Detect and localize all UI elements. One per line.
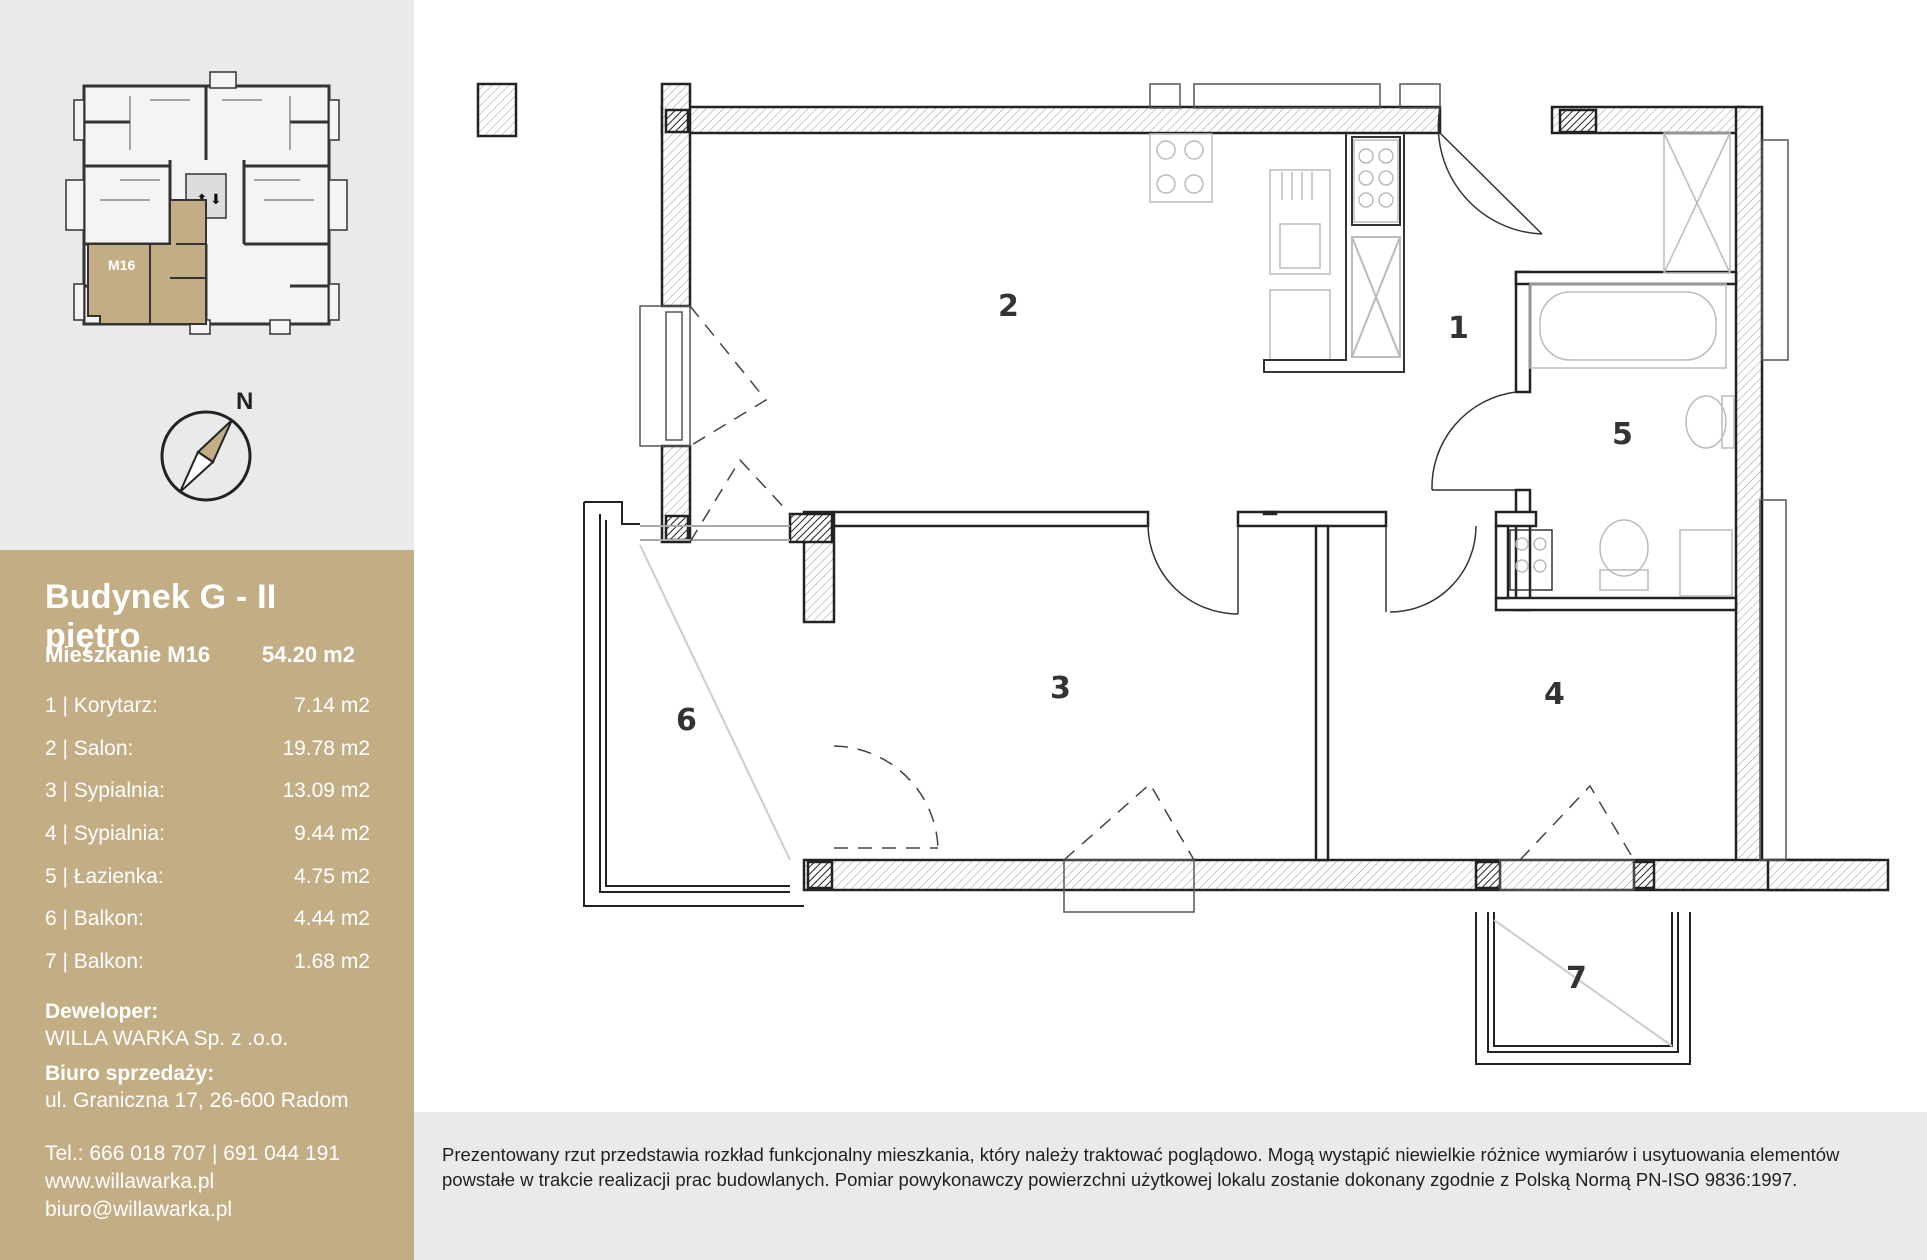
room-label: 4 | Sypialnia:: [45, 822, 165, 846]
room-area: 1.68 m2: [294, 950, 370, 974]
compass-icon: N: [160, 388, 253, 502]
building-floor-title: Budynek G - II piętro: [45, 578, 277, 655]
room-row: 2 | Salon: 19.78 m2: [45, 735, 370, 778]
room-area: 19.78 m2: [282, 736, 370, 760]
contact-info: Tel.: 666 018 707 | 691 044 191 www.will…: [45, 1140, 370, 1224]
room-label: 6 | Balkon:: [45, 907, 144, 931]
doors: [1147, 106, 1543, 615]
interior-walls: [832, 270, 1738, 862]
unit-label: Mieszkanie M16: [45, 642, 211, 667]
room-area: 9.44 m2: [294, 822, 370, 846]
room-area: 4.44 m2: [294, 907, 370, 931]
phone-numbers[interactable]: Tel.: 666 018 707 | 691 044 191: [45, 1142, 341, 1165]
kitchen-cabinets: [1263, 133, 1405, 373]
room-number: 3: [1050, 671, 1071, 706]
sales-office-address: ul. Graniczna 17, 26-600 Radom: [45, 1089, 349, 1112]
developer-heading: Deweloper:: [45, 1000, 159, 1023]
room-label: 1 | Korytarz:: [45, 694, 158, 717]
kitchen-cooktop-icon: [1353, 139, 1399, 223]
key-plan-unit-label: M16: [108, 257, 135, 273]
room-label: 2 | Salon:: [45, 736, 134, 760]
room-label: 3 | Sypialnia:: [45, 779, 165, 803]
room-number: 1: [1448, 311, 1469, 346]
unit-info-panel: Budynek G - II piętro Mieszkanie M16 54.…: [0, 550, 414, 1260]
kitchen-fixtures: [1149, 133, 1331, 361]
room-row: 1 | Korytarz: 7.14 m2: [45, 692, 370, 735]
disclaimer-panel: Prezentowany rzut przedstawia rozkład fu…: [414, 1112, 1927, 1260]
developer-info: Deweloper: WILLA WARKA Sp. z .o.o. Biuro…: [45, 998, 370, 1114]
room-area: 13.09 m2: [282, 779, 370, 803]
sidebar: ⬆ ⬇ M16 N Bud: [0, 0, 414, 1260]
structural-columns: [664, 108, 1656, 890]
room-row: 3 | Sypialnia: 13.09 m2: [45, 777, 370, 820]
room-row: 5 | Łazienka: 4.75 m2: [45, 863, 370, 906]
disclaimer-text: Prezentowany rzut przedstawia rozkład fu…: [442, 1144, 1840, 1190]
balcony-7-frame: [1475, 912, 1691, 1065]
svg-text:⬇: ⬇: [210, 192, 222, 208]
unit-summary: Mieszkanie M16 54.20 m2: [45, 642, 370, 668]
developer-name: WILLA WARKA Sp. z .o.o.: [45, 1027, 289, 1050]
room-row: 4 | Sypialnia: 9.44 m2: [45, 820, 370, 863]
floor-plan: 1 2 3 4 5 6 7: [476, 82, 1890, 1065]
room-number: 7: [1566, 961, 1587, 996]
room-number: 6: [676, 703, 697, 738]
windows: [639, 83, 1789, 913]
email-link[interactable]: biuro@willawarka.pl: [45, 1198, 233, 1221]
room-row: 6 | Balkon: 4.44 m2: [45, 905, 370, 948]
room-label: 7 | Balkon:: [45, 950, 144, 974]
room-label: 5 | Łazienka:: [45, 864, 164, 888]
room-number: 2: [998, 289, 1019, 324]
compass-north-label: N: [236, 388, 253, 415]
website-link[interactable]: www.willawarka.pl: [45, 1170, 215, 1193]
room-row: 7 | Balkon: 1.68 m2: [45, 948, 370, 991]
sales-office-heading: Biuro sprzedaży:: [45, 1062, 215, 1085]
room-number: 5: [1612, 417, 1633, 452]
key-plan-map: ⬆ ⬇ M16: [65, 71, 348, 335]
balcony-door-swings: [689, 305, 1635, 861]
room-area: 7.14 m2: [294, 694, 370, 717]
washing-machine-icon: [1509, 529, 1553, 591]
room-area: 4.75 m2: [294, 864, 370, 888]
bathroom-fixtures: [1529, 132, 1735, 597]
room-list: 1 | Korytarz: 7.14 m2 2 | Salon: 19.78 m…: [45, 692, 370, 991]
key-plan-panel: ⬆ ⬇ M16 N: [0, 0, 414, 550]
balcony-6-frame: [583, 501, 804, 907]
unit-area: 54.20 m2: [262, 642, 355, 667]
room-number: 4: [1544, 677, 1565, 712]
exterior-walls: [476, 82, 1890, 892]
